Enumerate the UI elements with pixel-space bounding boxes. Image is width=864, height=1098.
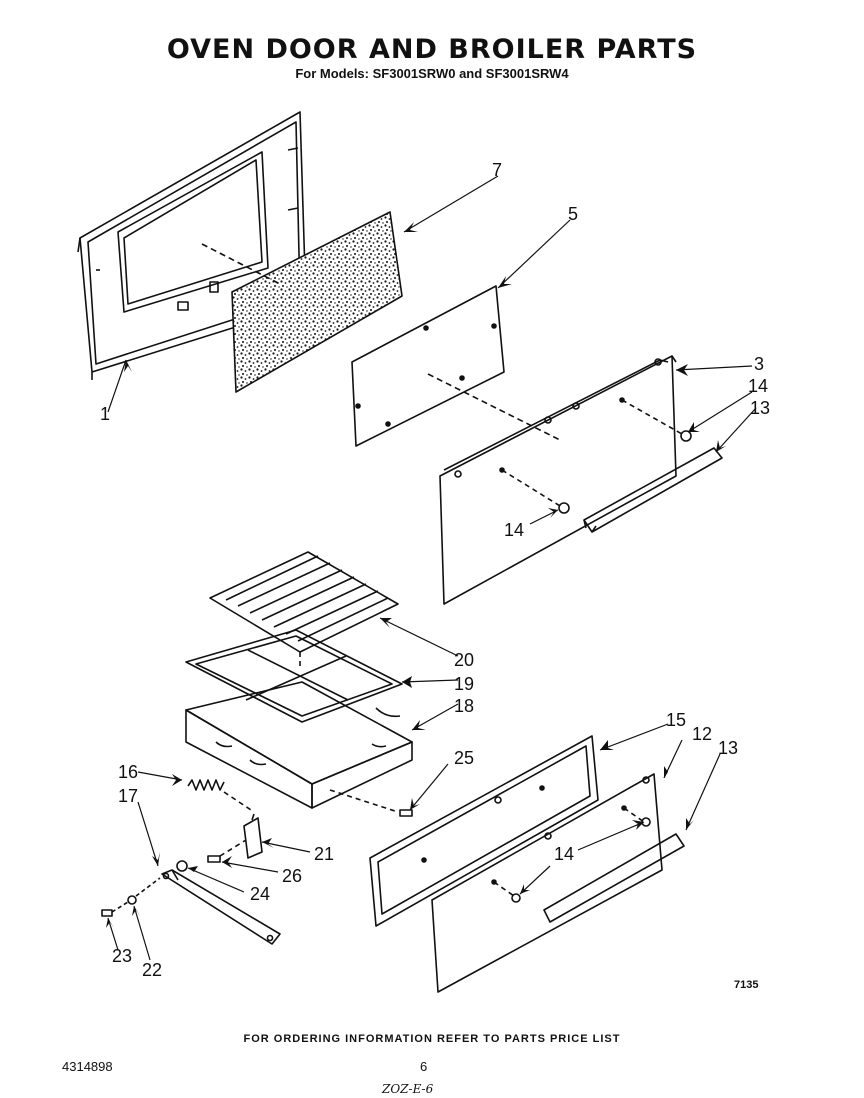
insulation-panel — [231, 211, 403, 393]
callout-17: 17 — [118, 786, 138, 806]
callout-leaders — [107, 175, 757, 961]
page-subtitle: For Models: SF3001SRW0 and SF3001SRW4 — [295, 66, 569, 81]
page-title: OVEN DOOR AND BROILER PARTS — [166, 34, 698, 65]
callout-19: 19 — [454, 674, 474, 694]
page-number: 6 — [420, 1059, 428, 1074]
door-handle — [583, 447, 723, 533]
callout-1: 1 — [100, 404, 110, 424]
broiler-rail — [161, 869, 281, 945]
broiler-grid — [209, 551, 399, 666]
callout-25: 25 — [454, 748, 474, 768]
callout-14-drawer: 14 — [554, 844, 574, 864]
inner-door-panel — [351, 285, 505, 447]
callout-7: 7 — [492, 160, 502, 180]
screw-23 — [101, 877, 161, 917]
callout-23: 23 — [112, 946, 132, 966]
callout-21: 21 — [314, 844, 334, 864]
callout-5: 5 — [568, 204, 578, 224]
callout-20: 20 — [454, 650, 474, 670]
diagram-number: 7135 — [734, 979, 758, 991]
outer-oven-door — [439, 355, 683, 605]
callout-13-lower: 13 — [718, 738, 738, 758]
callout-15: 15 — [666, 710, 686, 730]
screw-25 — [329, 789, 413, 817]
handwritten-note: ZOZ-E-6 — [382, 1082, 434, 1096]
callout-26: 26 — [282, 866, 302, 886]
callout-16: 16 — [118, 762, 138, 782]
drawer-front-panel — [431, 773, 663, 993]
callout-14-upper: 14 — [748, 376, 768, 396]
callout-18: 18 — [454, 696, 474, 716]
callout-arrowheads — [106, 222, 726, 928]
screw-26 — [207, 839, 247, 863]
washer-22 — [127, 895, 137, 905]
callout-14-door: 14 — [504, 520, 524, 540]
broiler-pan — [185, 681, 413, 809]
callout-22: 22 — [142, 960, 162, 980]
callout-24: 24 — [250, 884, 270, 904]
handle-spacer — [558, 430, 692, 514]
callout-12: 12 — [692, 724, 712, 744]
drawer-inner-panel — [369, 735, 599, 927]
callout-3: 3 — [754, 354, 764, 374]
bracket — [243, 813, 263, 859]
broiler-pan-insert — [185, 629, 403, 723]
document-number: 4314898 — [62, 1059, 113, 1074]
drawer-handle — [543, 833, 685, 923]
ordering-footer: FOR ORDERING INFORMATION REFER TO PARTS … — [243, 1033, 621, 1045]
spring — [187, 779, 255, 813]
callout-13-upper: 13 — [750, 398, 770, 418]
nut-24 — [176, 860, 188, 872]
